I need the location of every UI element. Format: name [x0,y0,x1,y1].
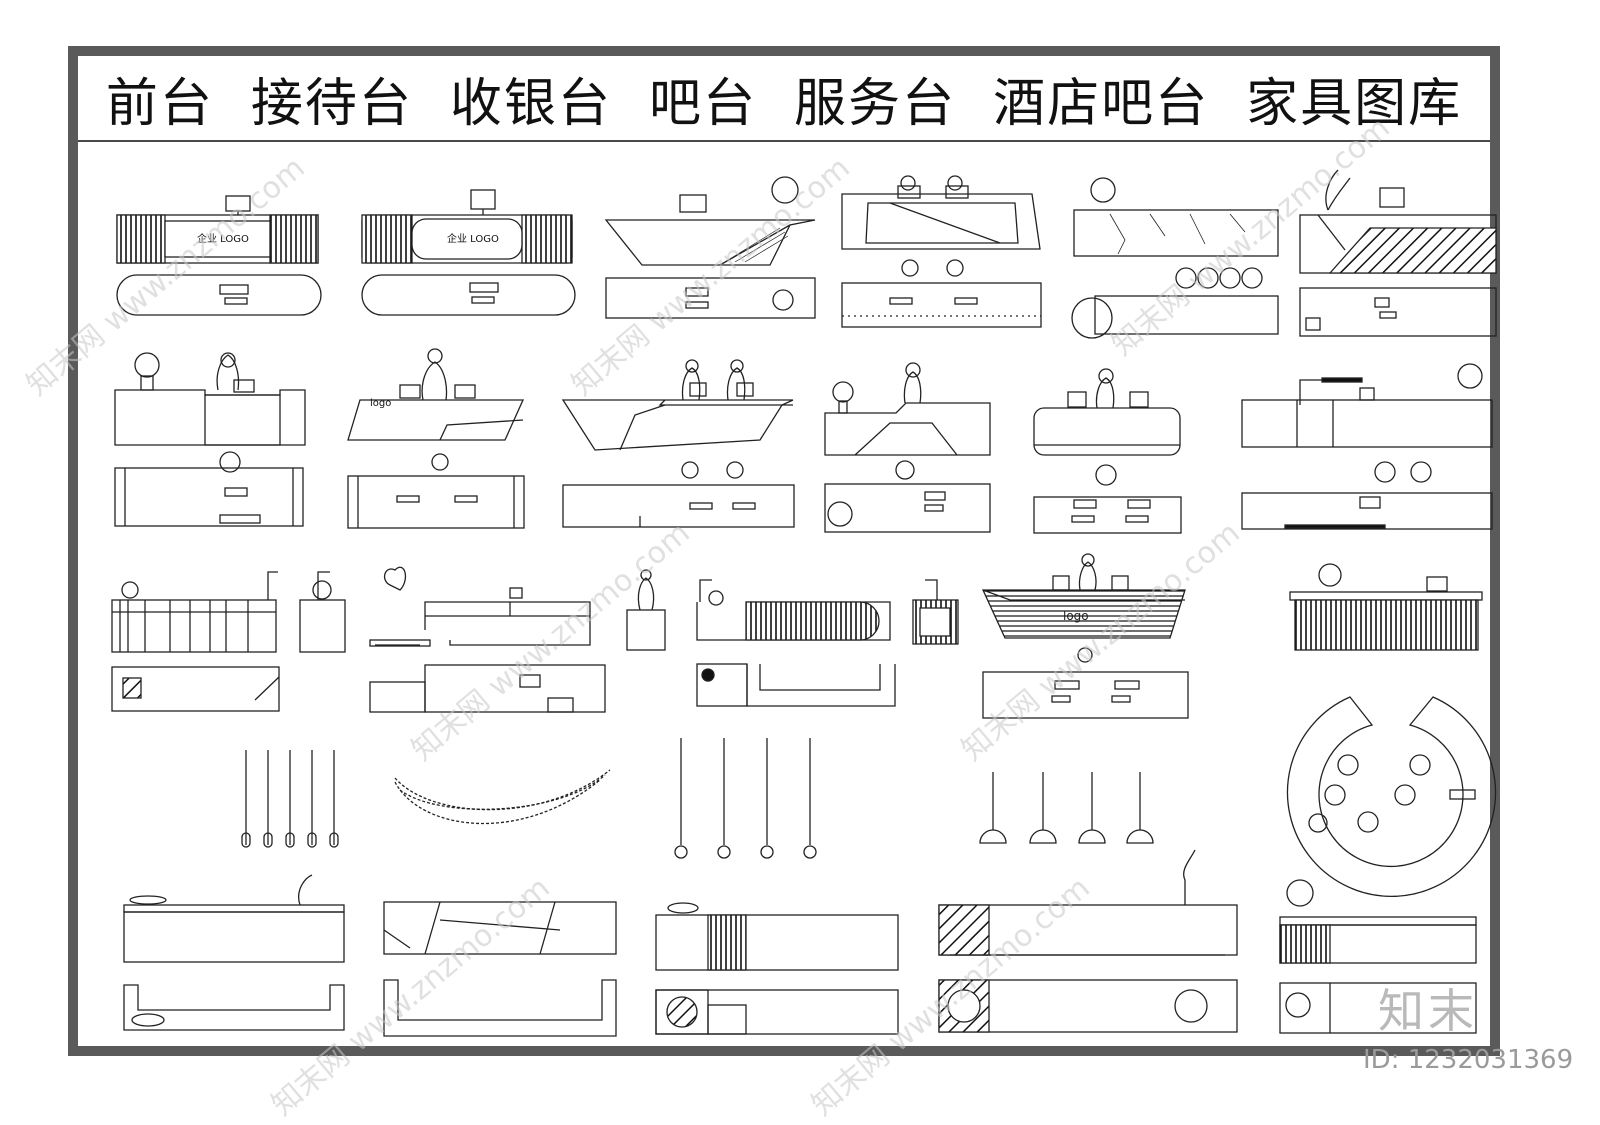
reception-desk-15 [696,579,959,707]
reception-desk-6 [1299,169,1497,337]
reception-desk-7 [114,352,306,527]
reception-desk-16: logo [981,553,1189,719]
reception-desk-3 [604,176,816,319]
reception-desk-4 [841,175,1042,328]
reception-desk-19 [655,902,899,1035]
reception-desk-11 [1033,368,1182,534]
desk-logo-label: logo [370,398,391,409]
reception-desk-5 [1071,177,1279,339]
reception-desk-1 [116,195,322,316]
pendant-lights-3 [979,772,1154,844]
bead-chandelier [394,769,611,825]
bar-counter-round [1286,563,1497,897]
reception-desk-20 [938,849,1238,1033]
page-title: 前台 接待台 收银台 吧台 服务台 酒店吧台 家具图库 [105,73,1463,134]
reception-desk-12 [1241,363,1493,530]
reception-desk-14 [369,566,606,713]
pendant-lights-2 [674,738,817,859]
image-id-label: ID: 1232031369 [1363,1045,1574,1075]
reception-desk-17 [123,874,345,1031]
desk-logo-label: 企业 LOGO [197,232,249,245]
desk-logo-label: 企业 LOGO [447,232,499,245]
pendant-lights-1 [241,750,339,848]
reception-desk-18 [383,901,617,1037]
reception-desk-2 [361,189,576,316]
reception-desk-13 [111,571,346,712]
desk-logo-label: logo [1063,609,1089,623]
reception-desk-21 [1279,879,1477,1034]
reception-desk-9 [561,359,795,528]
title-bar: 前台 接待台 收银台 吧台 服务台 酒店吧台 家具图库 [78,56,1490,142]
sculpture-stand [626,569,666,651]
reception-desk-8: logo [347,348,525,529]
brand-mark: 知末 [1378,984,1478,1038]
drawing-frame: 前台 接待台 收银台 吧台 服务台 酒店吧台 家具图库 [68,46,1500,1056]
reception-desk-10 [824,362,991,533]
